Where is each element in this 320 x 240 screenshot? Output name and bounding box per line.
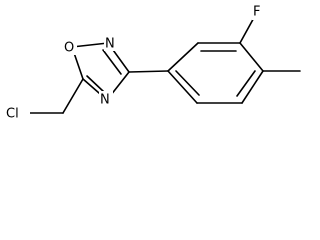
bond-ar4-ar5: [241, 70, 264, 104]
bond-aromatic-inner-3: [175, 70, 200, 96]
bond-aromatic-inner-2: [236, 70, 256, 97]
bond-ar6-ar1: [167, 70, 198, 104]
fluorine-atom-label: F: [253, 5, 260, 20]
bond-c3-aryl: [128, 70, 169, 73]
bond-ar3-ar4: [239, 42, 264, 72]
nitrogen-bottom-atom-label: N: [100, 93, 110, 108]
bond-n4-c5-double: [86, 75, 105, 93]
chlorine-atom-label: Cl: [6, 107, 19, 122]
nitrogen-top-atom-label: N: [105, 37, 115, 52]
f-label-background: [252, 4, 264, 20]
bond-ch2-c5: [62, 78, 84, 114]
chemical-structure: Cl O N N F: [4, 4, 301, 122]
bond-n2-c3-double: [102, 49, 122, 75]
oxygen-atom-label: O: [64, 41, 74, 56]
cl-label-background: [4, 104, 30, 122]
bond-ar1-ar2: [167, 42, 199, 72]
n-bottom-label-background: [99, 91, 113, 108]
bond-o1-n2: [71, 42, 109, 48]
o-label-background: [63, 39, 77, 55]
n-top-label-background: [104, 35, 118, 51]
